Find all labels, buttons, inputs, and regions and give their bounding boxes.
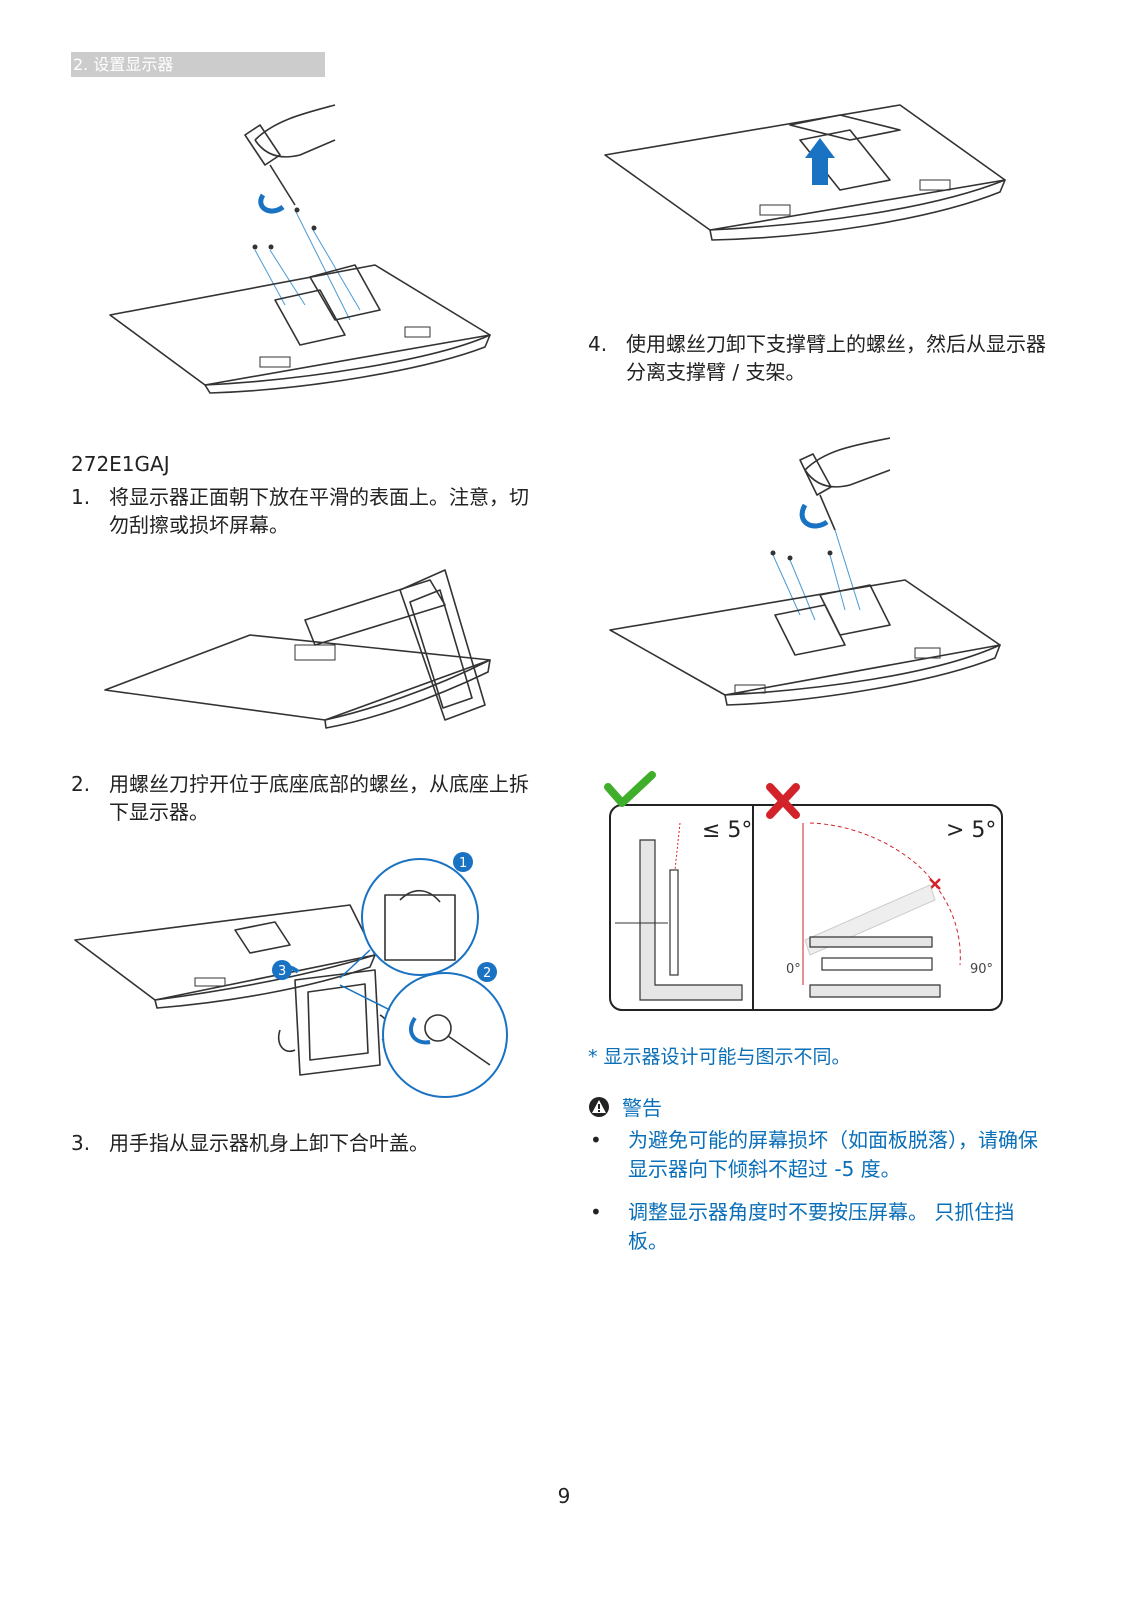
section-header: 2. 设置显示器 xyxy=(71,52,325,77)
tilt-diagram: ≤ 5° > 5° 0° 90° xyxy=(604,771,1003,1011)
step-4: 4. 使用螺丝刀卸下支撑臂上的螺丝，然后从显示器分离支撑臂 / 支架。 xyxy=(588,330,1048,386)
design-note: * 显示器设计可能与图示不同。 xyxy=(588,1046,851,1068)
warning-item-2-text: 调整显示器角度时不要按压屏幕。 只抓住挡板。 xyxy=(628,1200,1015,1253)
cross-icon xyxy=(766,783,800,819)
callout-1-badge xyxy=(453,852,473,872)
warning-item-1: • 为避免可能的屏幕损坏（如面板脱落），请确保显示器向下倾斜不超过 -5 度。 xyxy=(588,1126,1048,1184)
callout-2-badge xyxy=(477,962,497,982)
illustration-monitor-face-down xyxy=(104,569,491,729)
tilt-ok-label: ≤ 5° xyxy=(702,818,752,843)
step-3: 3. 用手指从显示器机身上卸下合叶盖。 xyxy=(71,1129,531,1157)
step-2-text: 用螺丝刀拧开位于底座底部的螺丝，从底座上拆下显示器。 xyxy=(109,772,529,824)
step-4-number: 4. xyxy=(588,332,608,356)
tilt-ninety-label: 90° xyxy=(970,962,993,977)
warning-header: 警告 xyxy=(588,1092,662,1121)
model-label: 272E1GAJ xyxy=(71,452,170,476)
page-number: 9 xyxy=(557,1484,571,1508)
step-3-text: 用手指从显示器机身上卸下合叶盖。 xyxy=(109,1131,429,1155)
warning-icon xyxy=(589,1096,609,1117)
warning-item-2: • 调整显示器角度时不要按压屏幕。 只抓住挡板。 xyxy=(588,1198,1048,1256)
callout-1: 1 xyxy=(459,856,467,871)
warning-item-1-text: 为避免可能的屏幕损坏（如面板脱落），请确保显示器向下倾斜不超过 -5 度。 xyxy=(628,1128,1038,1181)
step-4-text: 使用螺丝刀卸下支撑臂上的螺丝，然后从显示器分离支撑臂 / 支架。 xyxy=(626,332,1046,384)
tilt-bad-label: > 5° xyxy=(946,818,996,843)
step-1-number: 1. xyxy=(71,485,91,509)
step-3-number: 3. xyxy=(71,1131,91,1155)
callout-3-badge xyxy=(272,960,292,980)
check-icon xyxy=(604,771,656,807)
step-2-number: 2. xyxy=(71,772,91,796)
callout-3: 3 xyxy=(278,964,286,979)
callout-2: 2 xyxy=(483,966,491,981)
step-1: 1. 将显示器正面朝下放在平滑的表面上。注意，切勿刮擦或损坏屏幕。 xyxy=(71,483,531,539)
illustration-remove-base-screws xyxy=(109,104,491,394)
illustration-lift-base xyxy=(604,104,1006,241)
illustration-remove-arm-screws xyxy=(609,437,1001,706)
step-1-text: 将显示器正面朝下放在平滑的表面上。注意，切勿刮擦或损坏屏幕。 xyxy=(109,485,529,537)
illustration-hinge-cover: 1 2 3 xyxy=(74,852,508,1098)
tilt-zero-label: 0° xyxy=(786,962,801,977)
warning-title: 警告 xyxy=(622,1096,662,1120)
step-2: 2. 用螺丝刀拧开位于底座底部的螺丝，从底座上拆下显示器。 xyxy=(71,770,531,826)
